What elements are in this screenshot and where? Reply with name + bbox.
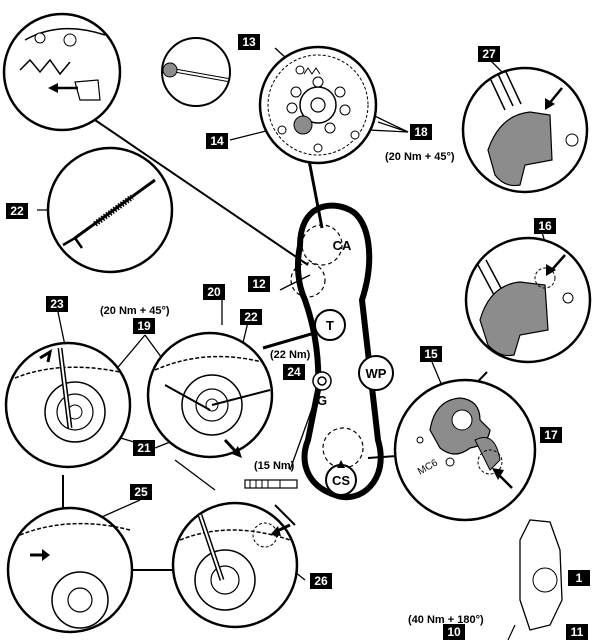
svg-text:1: 1 [576, 571, 583, 585]
svg-text:13: 13 [242, 35, 256, 49]
stud-bolt [244, 479, 298, 489]
svg-text:22: 22 [10, 204, 24, 218]
callout-26: 26 [310, 573, 332, 589]
callout-boxes: 13 14 18 27 22 12 16 23 20 19 22 24 15 1… [6, 34, 590, 640]
callout-12: 12 [248, 276, 270, 292]
idler-label: G [317, 393, 327, 408]
callout-1: 1 [568, 570, 590, 586]
callout-18: 18 [410, 124, 432, 140]
svg-text:25: 25 [134, 485, 148, 499]
svg-text:18: 18 [414, 125, 428, 139]
callout-20: 20 [203, 284, 225, 300]
idler-bolt-torque: (22 Nm) [270, 349, 311, 361]
camshaft-label: CA [333, 238, 352, 253]
callout-23: 23 [46, 296, 68, 312]
tensioner-detail-20 [146, 331, 274, 459]
water-pump-pulley: WP [358, 355, 394, 391]
timing-belt [294, 202, 384, 501]
callout-16: 16 [534, 218, 556, 234]
camshaft-sprocket-detail [258, 45, 378, 165]
timing-cover [507, 519, 563, 640]
svg-text:14: 14 [210, 134, 224, 148]
svg-text:12: 12 [252, 277, 266, 291]
callout-25: 25 [130, 484, 152, 500]
callout-10: 10 [443, 624, 465, 640]
idler-pulley: G [312, 371, 332, 408]
tensioner-label: T [326, 318, 334, 333]
svg-text:21: 21 [137, 441, 151, 455]
svg-text:24: 24 [287, 365, 301, 379]
lower-detail-26 [171, 501, 299, 629]
locking-pin-detail [161, 37, 231, 107]
tensioner-pulley: T [314, 309, 346, 341]
engine-detail-16 [464, 236, 592, 364]
tensioner-detail-23 [4, 341, 132, 469]
svg-text:16: 16 [538, 219, 552, 233]
callout-21: 21 [133, 440, 155, 456]
camshaft-pulley: CA [301, 224, 352, 266]
svg-text:17: 17 [544, 428, 558, 442]
callout-15: 15 [420, 346, 442, 362]
callout-19: 19 [133, 318, 155, 334]
callout-14: 14 [206, 133, 228, 149]
crankshaft-pulley: CS [322, 427, 364, 496]
svg-text:26: 26 [314, 574, 328, 588]
callout-11: 11 [566, 624, 588, 640]
callout-27: 27 [478, 46, 500, 62]
svg-text:11: 11 [571, 625, 584, 639]
lower-left-detail-25 [6, 506, 134, 634]
callout-13: 13 [238, 34, 260, 50]
svg-text:20: 20 [207, 285, 221, 299]
pulley-highlight-circle [290, 262, 326, 298]
camshaft-bolt-torque: (20 Nm + 45°) [385, 151, 455, 163]
pin-tool-detail [46, 146, 174, 274]
crank-bolt-torque: (40 Nm + 180°) [408, 614, 484, 626]
crank-sprocket-detail: MC6 [393, 378, 537, 522]
svg-text:23: 23 [50, 297, 64, 311]
callout-22a: 22 [6, 203, 28, 219]
water-pump-label: WP [366, 366, 387, 381]
tensioner-nut-torque: (20 Nm + 45°) [100, 305, 170, 317]
svg-text:19: 19 [137, 319, 151, 333]
svg-text:10: 10 [447, 625, 461, 639]
svg-text:22: 22 [244, 310, 258, 324]
crankshaft-label: CS [332, 473, 350, 488]
svg-text:15: 15 [424, 347, 438, 361]
callout-17: 17 [540, 427, 562, 443]
top-left-detail [2, 12, 122, 132]
callout-24: 24 [283, 364, 305, 380]
stud-torque: (15 Nm) [254, 460, 295, 472]
callout-22b: 22 [240, 309, 262, 325]
engine-detail-27 [461, 66, 589, 194]
svg-text:27: 27 [482, 47, 496, 61]
